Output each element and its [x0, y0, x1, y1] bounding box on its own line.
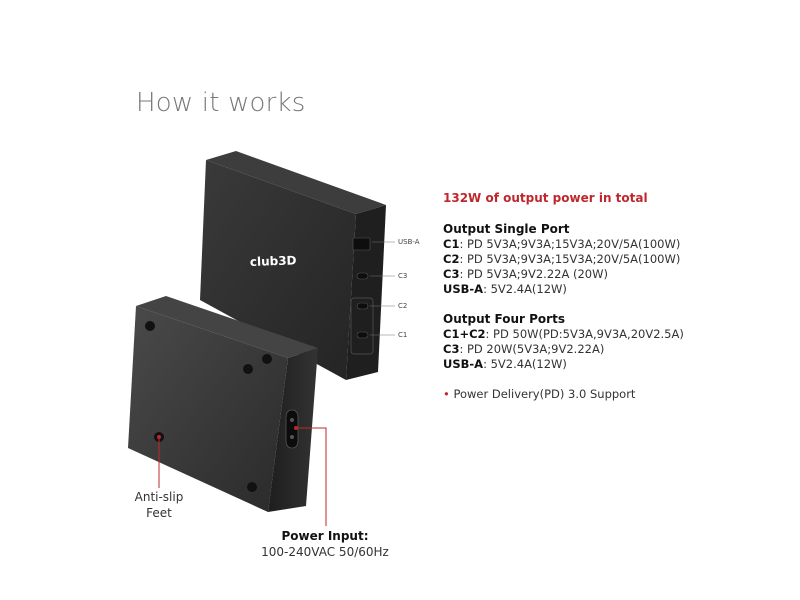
spec-port-value: : PD 5V3A;9V3A;15V3A;20V/5A(100W) [459, 237, 681, 251]
spec-port-name: C1 [443, 237, 460, 251]
foot-top-right [262, 354, 272, 364]
spec-panel: 132W of output power in total Output Sin… [443, 191, 793, 402]
single-port-line: USB-A: 5V2.4A(12W) [443, 282, 793, 297]
port-label-c1: C1 [398, 331, 408, 339]
output-power-headline: 132W of output power in total [443, 191, 648, 205]
four-ports-title: Output Four Ports [443, 312, 565, 326]
power-inlet-pin-bottom [290, 435, 294, 439]
power-callout-dot [294, 426, 298, 430]
charger-front-unit: club3D [200, 151, 395, 380]
spec-port-value: : PD 50W(PD:5V3A,9V3A,20V2.5A) [485, 327, 684, 341]
spec-port-value: : 5V2.4A(12W) [483, 282, 567, 296]
charger-bottom-unit [128, 296, 318, 512]
port-label-c2: C2 [398, 302, 408, 310]
spec-port-value: : PD 5V3A;9V3A;15V3A;20V/5A(100W) [459, 252, 681, 266]
foot-top-left [145, 321, 155, 331]
antislip-callout-dot [157, 435, 161, 439]
single-port-line: C3: PD 5V3A;9V2.22A (20W) [443, 267, 793, 282]
callout-lines [158, 427, 327, 526]
port-label-c3: C3 [398, 272, 408, 280]
power-input-value: 100-240VAC 50/60Hz [261, 545, 389, 559]
spec-port-value: : 5V2.4A(12W) [483, 357, 567, 371]
port-label-usba: USB-A [398, 238, 420, 246]
usb-c2-port [356, 302, 369, 310]
power-inlet-pin-top [290, 418, 294, 422]
usb-c3-port [356, 272, 369, 280]
four-ports-line: USB-A: 5V2.4A(12W) [443, 357, 793, 372]
page-title: How it works [136, 88, 306, 118]
foot-bottom-right [247, 482, 257, 492]
four-ports-section: Output Four Ports C1+C2: PD 50W(PD:5V3A,… [443, 312, 793, 372]
spec-port-name: C3 [443, 342, 460, 356]
four-ports-line: C3: PD 20W(5V3A;9V2.22A) [443, 342, 793, 357]
bullet-marker: • [443, 387, 450, 401]
spec-port-name: USB-A [443, 282, 484, 296]
spec-port-value: : PD 20W(5V3A;9V2.22A) [459, 342, 605, 356]
spec-port-name: C3 [443, 267, 460, 281]
antislip-line2: Feet [146, 506, 172, 520]
spec-port-name: C1+C2 [443, 327, 486, 341]
foot-mid-right [243, 364, 253, 374]
spec-port-value: : PD 5V3A;9V2.22A (20W) [459, 267, 608, 281]
usb-a-port [352, 237, 371, 251]
front-unit-top-edge [206, 151, 386, 214]
single-port-section: Output Single Port C1: PD 5V3A;9V3A;15V3… [443, 222, 793, 297]
c1-c2-port-group [350, 297, 374, 355]
pd-support-bullet: • Power Delivery(PD) 3.0 Support [443, 387, 793, 402]
power-input-label: Power Input: 100-240VAC 50/60Hz [250, 528, 400, 560]
power-inlet [285, 409, 299, 449]
spec-port-name: C2 [443, 252, 460, 266]
bottom-unit-face [128, 306, 288, 512]
single-port-title: Output Single Port [443, 222, 570, 236]
brand-logo: club3D [250, 253, 297, 269]
pd-support-text: Power Delivery(PD) 3.0 Support [453, 387, 636, 401]
spec-port-name: USB-A [443, 357, 484, 371]
four-ports-line: C1+C2: PD 50W(PD:5V3A,9V3A,20V2.5A) [443, 327, 793, 342]
antislip-feet-label: Anti-slip Feet [128, 489, 190, 521]
single-port-line: C1: PD 5V3A;9V3A;15V3A;20V/5A(100W) [443, 237, 793, 252]
bottom-unit-top-edge [136, 296, 318, 358]
single-port-line: C2: PD 5V3A;9V3A;15V3A;20V/5A(100W) [443, 252, 793, 267]
front-unit-face [200, 160, 356, 380]
usb-c1-port [356, 331, 369, 339]
power-callout-line [296, 427, 327, 526]
power-input-title: Power Input: [281, 529, 369, 543]
antislip-line1: Anti-slip [134, 490, 184, 504]
